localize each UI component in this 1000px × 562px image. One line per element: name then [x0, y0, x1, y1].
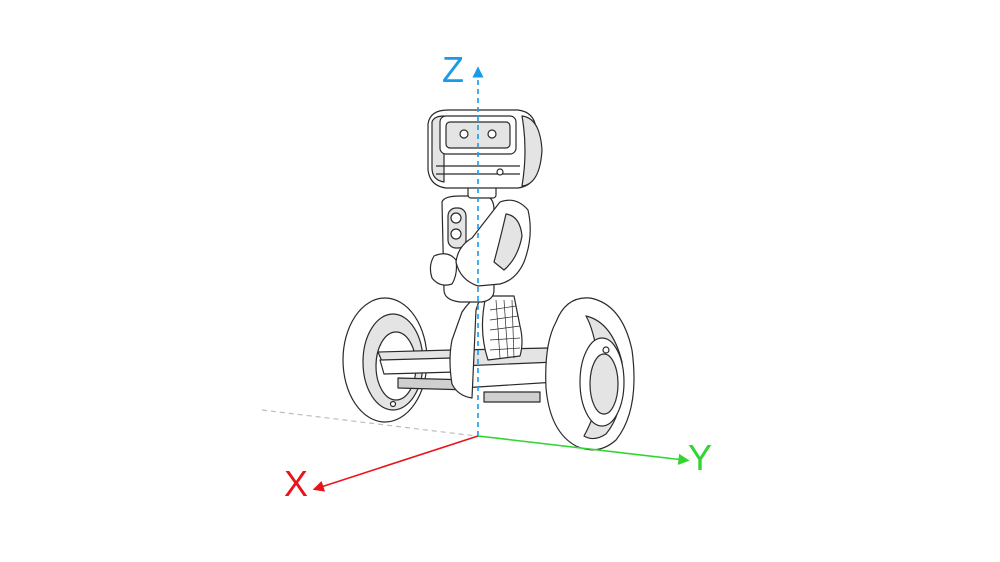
right-wheel — [545, 297, 635, 451]
x-axis-label: X — [284, 463, 309, 504]
robot-arm — [455, 199, 531, 287]
x-axis-line — [312, 435, 479, 492]
robot-head — [427, 109, 543, 189]
z-axis-label: Z — [442, 49, 464, 90]
robot-leg — [449, 291, 523, 399]
robot-illustration — [342, 109, 635, 451]
y-axis-line — [477, 435, 690, 465]
y-axis-label: Y — [688, 437, 713, 478]
